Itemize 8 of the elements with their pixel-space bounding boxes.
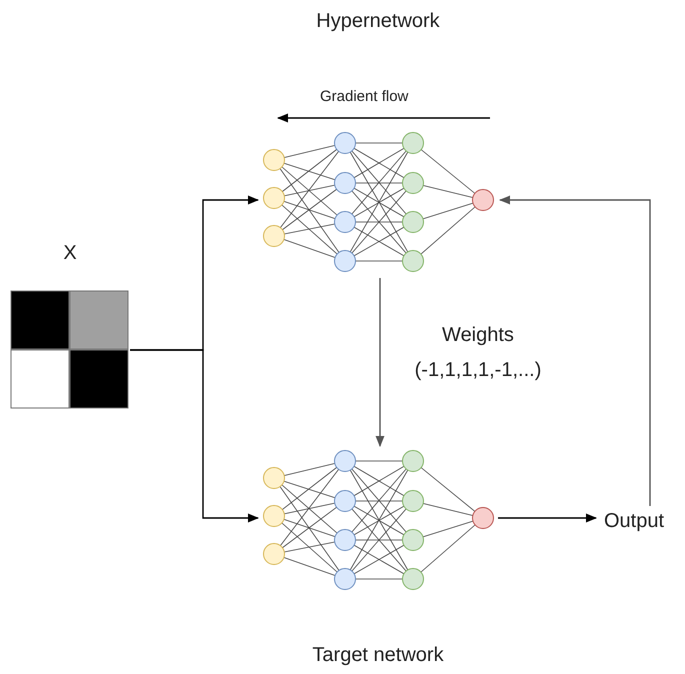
input-label: X	[63, 242, 77, 264]
arrow	[130, 349, 260, 522]
arrow	[376, 278, 384, 448]
network-heading: Hypernetwork	[316, 10, 440, 32]
arrow	[498, 514, 598, 522]
output-label: Output	[604, 510, 664, 533]
network-heading: Target network	[312, 644, 444, 666]
arrow	[498, 196, 651, 506]
